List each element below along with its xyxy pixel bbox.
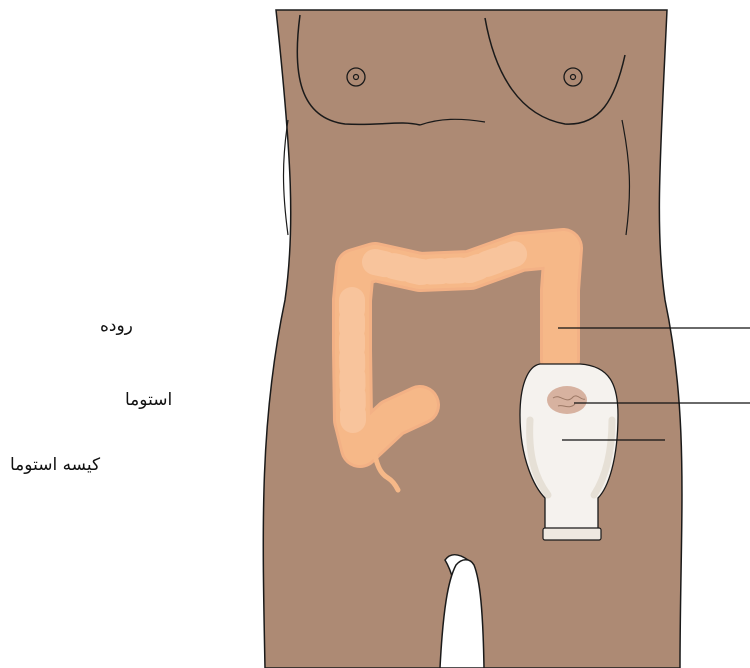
colon-ridges [352, 300, 353, 420]
stoma [547, 386, 587, 414]
label-intestine: روده [100, 316, 133, 336]
bag-outlet [543, 528, 601, 540]
label-stoma: استوما [125, 390, 172, 410]
label-stoma-bag: کیسه استوما [10, 455, 100, 475]
